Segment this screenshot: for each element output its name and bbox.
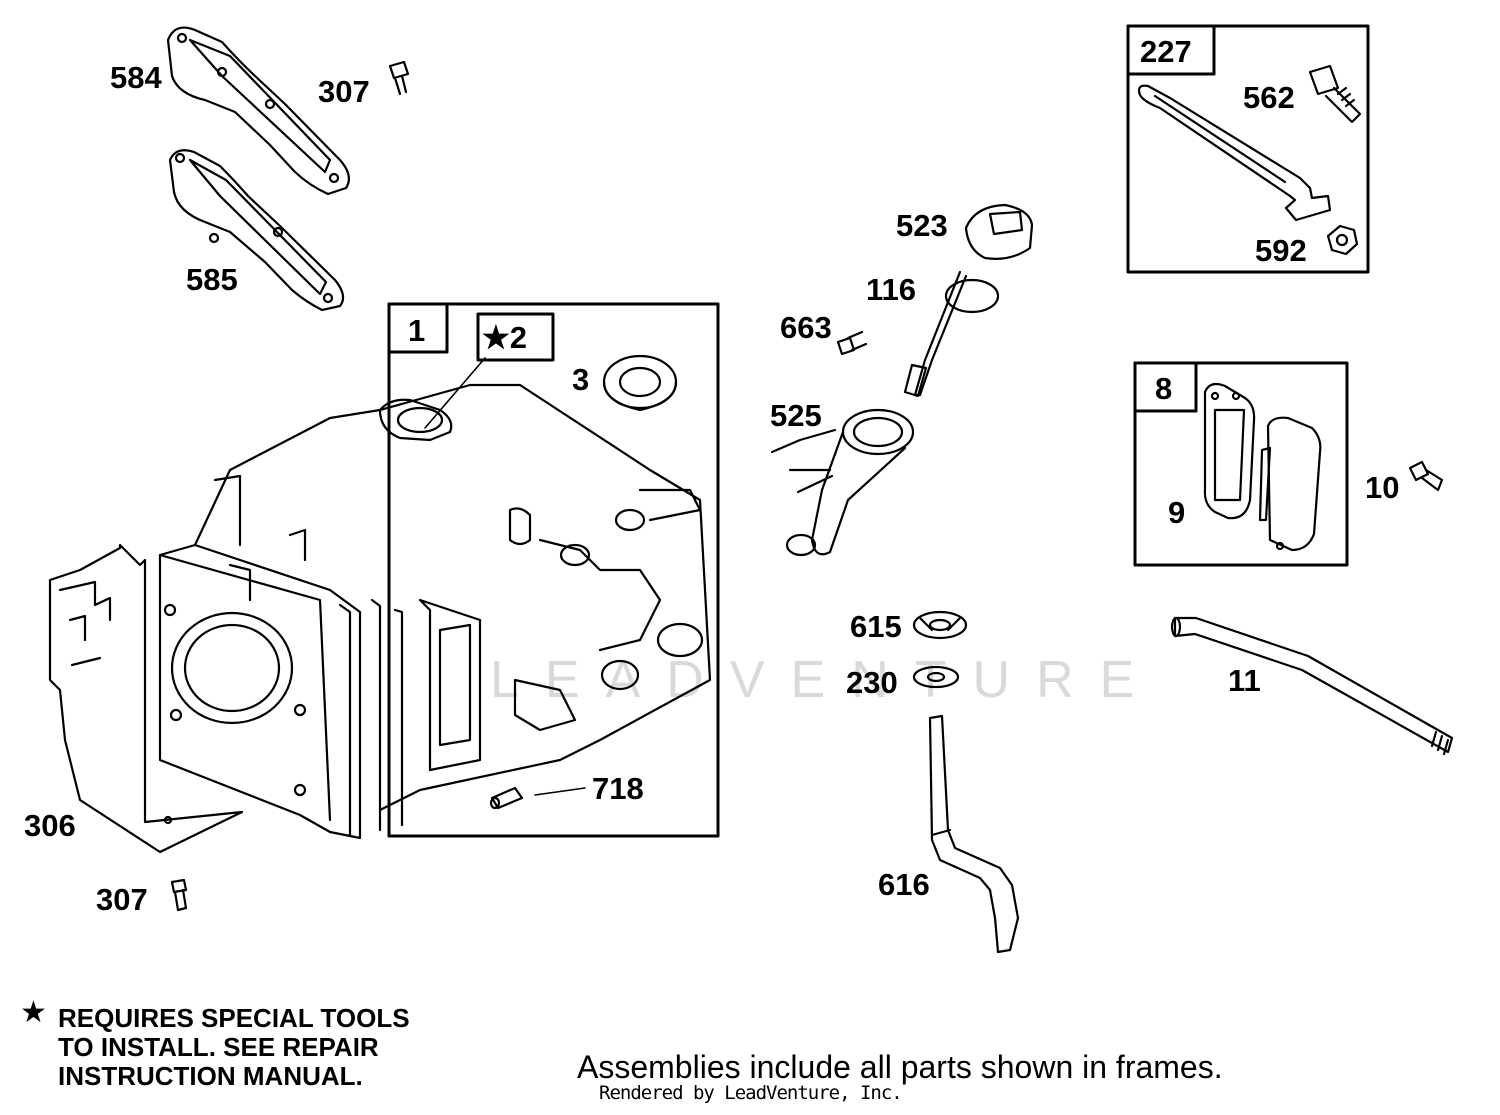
washer-230 (912, 665, 960, 689)
note-line-1: REQUIRES SPECIAL TOOLS (58, 1003, 410, 1033)
valve-cover-8 (1258, 416, 1322, 552)
dowel-pin-718 (489, 786, 586, 810)
dipstick-tube-616 (928, 714, 1020, 954)
label-307-bottom: 307 (96, 882, 148, 917)
cylinder-block (158, 383, 712, 840)
assemblies-note: Assemblies include all parts shown in fr… (577, 1049, 1223, 1085)
frame-227-tag (1126, 24, 1216, 76)
gasket-9 (1203, 382, 1256, 520)
dipstick-blade (903, 270, 968, 398)
note-line-2: TO INSTALL. SEE REPAIR (58, 1032, 379, 1062)
label-718: 718 (592, 771, 644, 806)
dipstick-cap-523 (964, 203, 1034, 260)
label-307-top: 307 (318, 74, 370, 109)
label-525: 525 (770, 398, 822, 433)
bolt-307-bottom (170, 878, 188, 912)
gasket-585 (168, 149, 345, 312)
label-306: 306 (24, 808, 76, 843)
label-11: 11 (1228, 663, 1261, 698)
breather-tube-11 (1170, 616, 1454, 756)
bracket-227 (1137, 84, 1332, 222)
oil-fill-tube-525 (770, 408, 915, 557)
star-icon: ★ (20, 996, 47, 1029)
label-116: 116 (866, 272, 917, 307)
label-10: 10 (1365, 470, 1400, 505)
bolt-307-top (388, 60, 410, 96)
note-line-3: INSTRUCTION MANUAL. (58, 1061, 363, 1091)
label-592: 592 (1255, 233, 1307, 268)
rendered-by-credit: Rendered by LeadVenture, Inc. (599, 1082, 903, 1104)
frame-8 (1133, 361, 1349, 567)
label-9: 9 (1168, 495, 1186, 530)
gasket-584 (166, 26, 351, 196)
label-230: 230 (846, 665, 898, 700)
label-523: 523 (896, 208, 948, 243)
bolt-10 (1408, 460, 1444, 492)
leader-2 (424, 357, 486, 429)
air-guide-306 (48, 543, 244, 854)
frame-8-tag (1133, 361, 1198, 413)
label-1: 1 (408, 313, 426, 348)
frame-2-tag (476, 312, 555, 362)
watermark-text: LEADVENTURE (490, 651, 1161, 709)
label-562: 562 (1243, 80, 1295, 115)
o-ring-116 (944, 278, 1000, 314)
label-8: 8 (1155, 371, 1173, 406)
label-616: 616 (878, 867, 930, 902)
oil-seal-3 (602, 354, 678, 412)
label-663: 663 (780, 310, 832, 345)
frame-1 (387, 302, 720, 838)
frame-1-tag (387, 302, 449, 354)
label-2: ★2 (482, 320, 528, 355)
label-227: 227 (1140, 34, 1192, 69)
nut-592 (1326, 224, 1359, 256)
bolt-663 (836, 330, 868, 356)
special-tools-note: REQUIRES SPECIAL TOOLS TO INSTALL. SEE R… (58, 1004, 410, 1091)
bolt-562 (1308, 64, 1362, 124)
label-585: 585 (186, 262, 238, 297)
label-584: 584 (110, 60, 162, 95)
grommet-615 (912, 610, 968, 640)
label-3: 3 (572, 362, 590, 397)
label-615: 615 (850, 609, 902, 644)
frame-227 (1126, 24, 1370, 274)
